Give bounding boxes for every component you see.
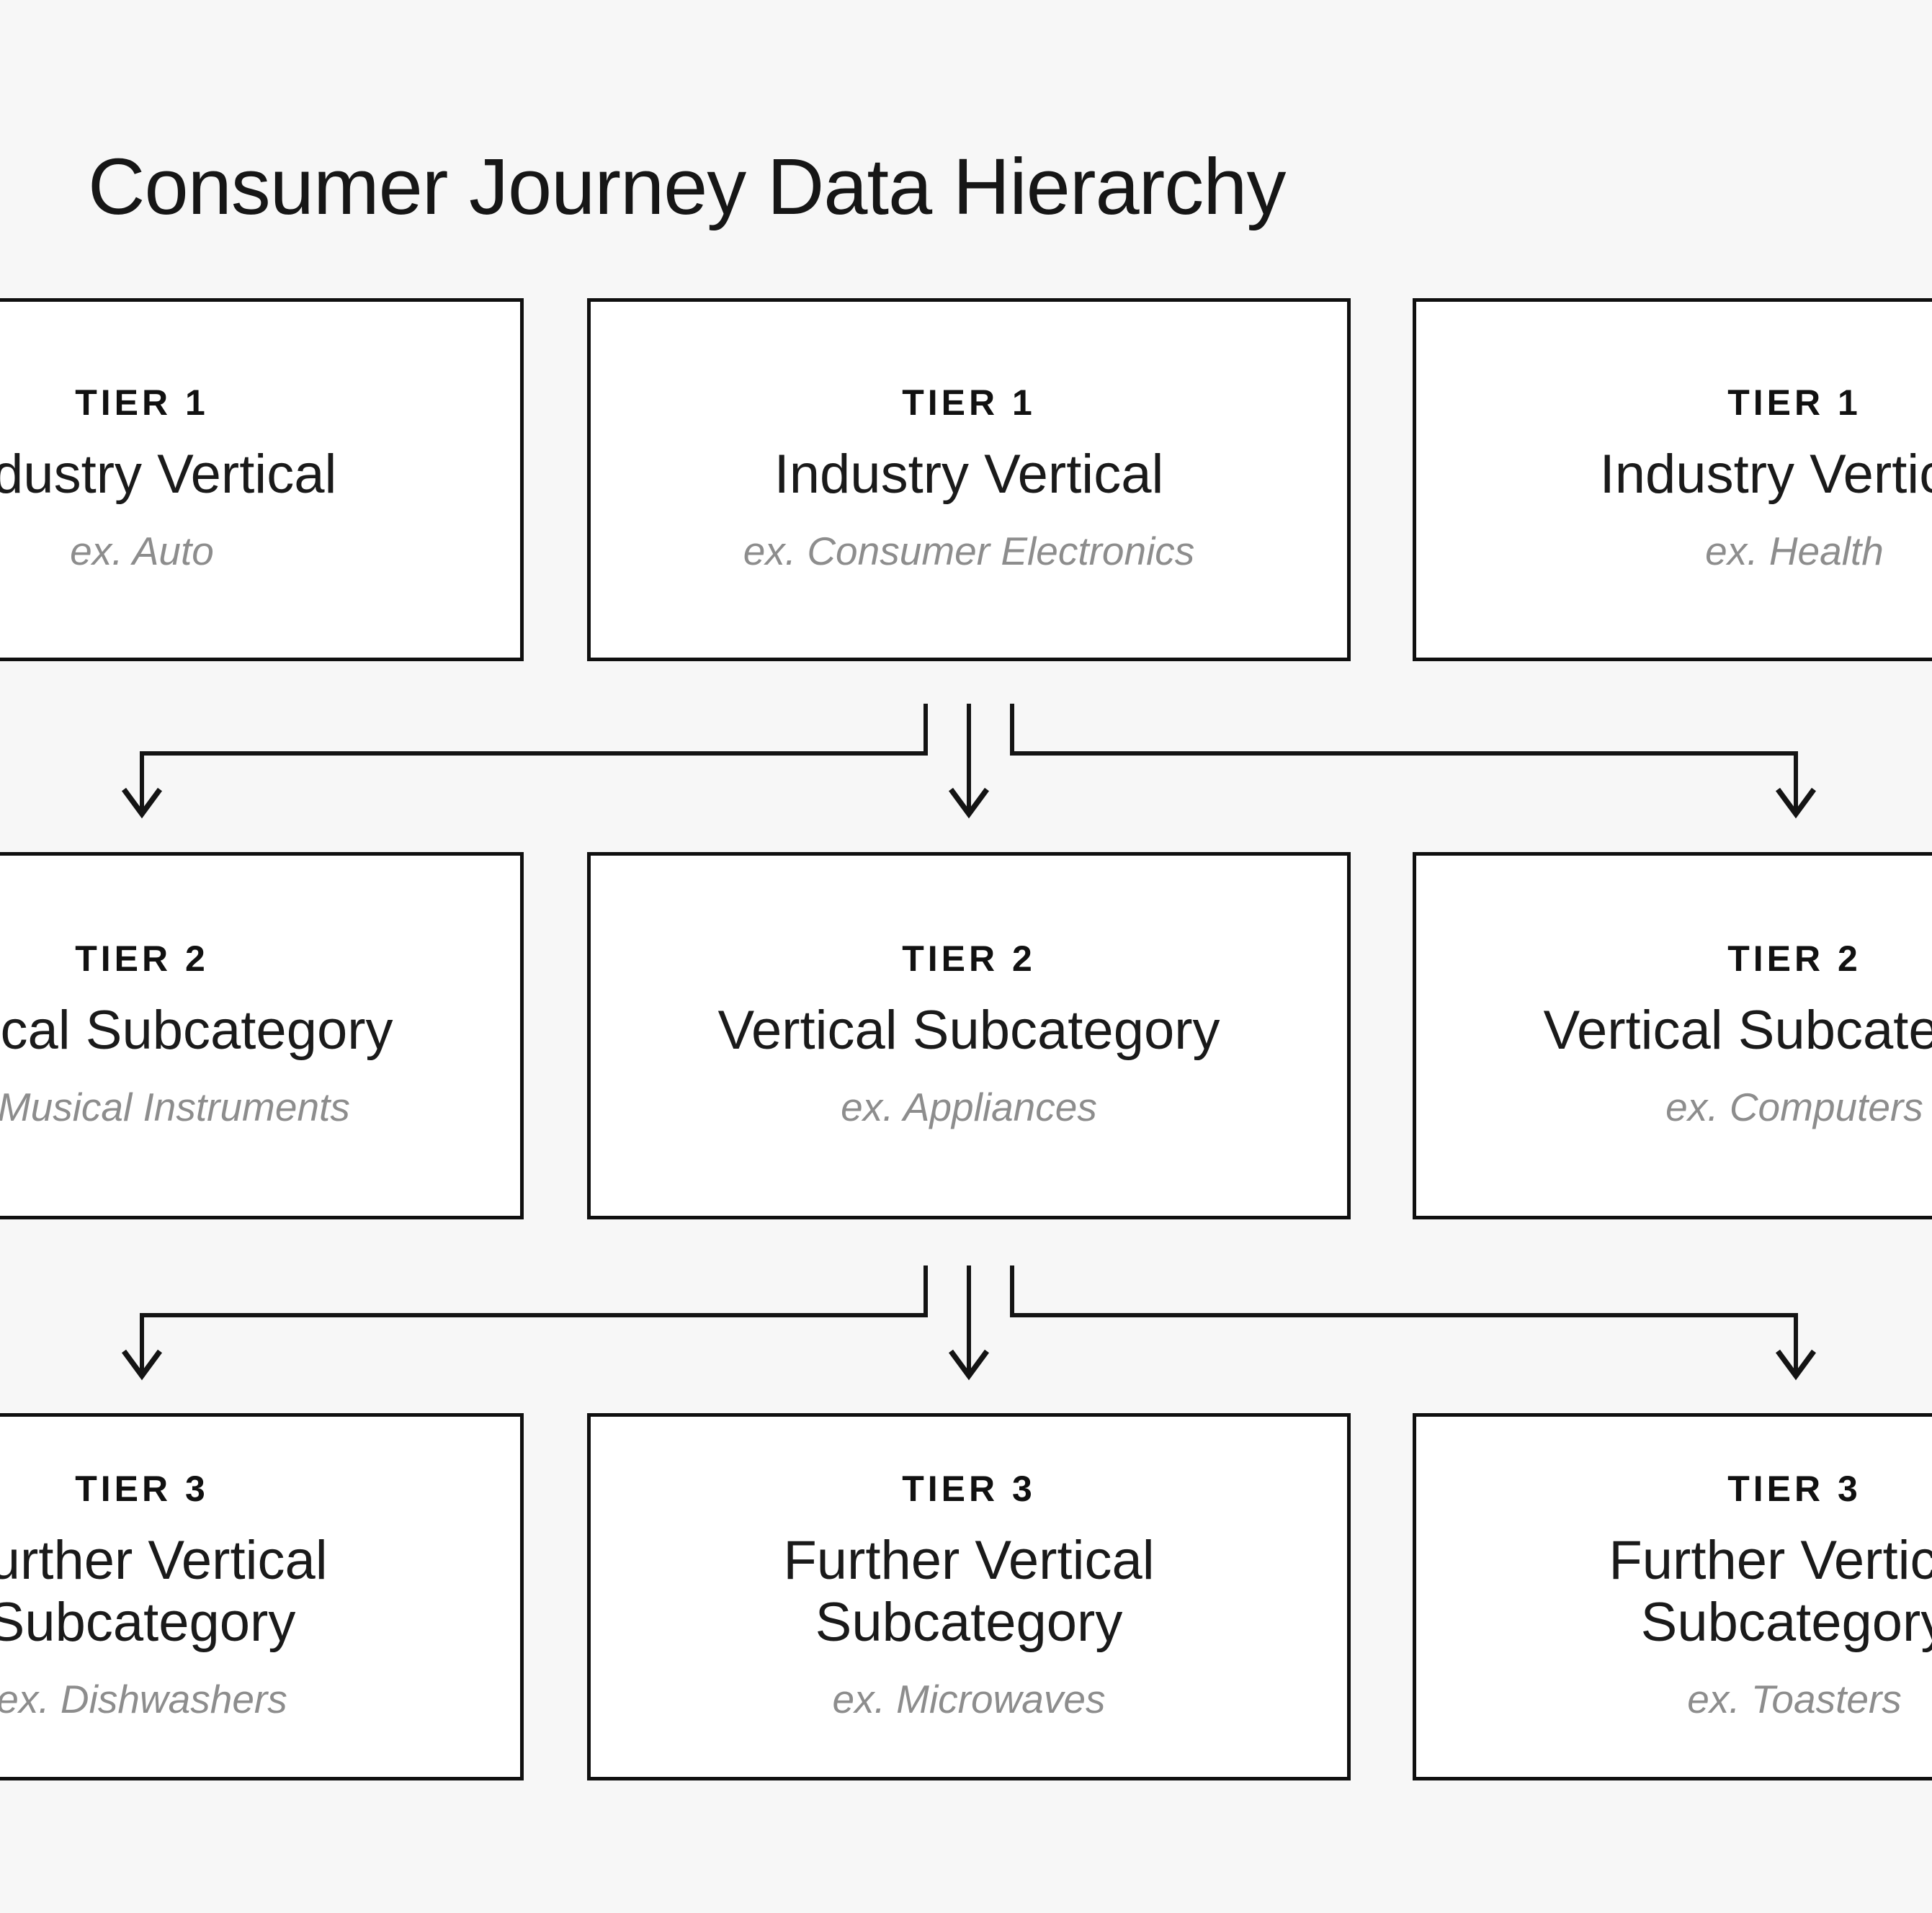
category-label: Industry Vertical bbox=[774, 444, 1164, 506]
tier-kicker: TIER 1 bbox=[75, 382, 209, 424]
tier-kicker: TIER 2 bbox=[75, 938, 209, 980]
tier3-box-left: TIER 3 Further Vertical Subcategory ex. … bbox=[0, 1413, 524, 1780]
tier-kicker: TIER 1 bbox=[1727, 382, 1861, 424]
category-label: Industry Vertical bbox=[0, 444, 337, 506]
tier1-box-center: TIER 1 Industry Vertical ex. Consumer El… bbox=[587, 298, 1351, 661]
category-label: Vertical Subcategory bbox=[1543, 1000, 1932, 1062]
page-title: Consumer Journey Data Hierarchy bbox=[88, 143, 1286, 231]
connector-tier2-tier3 bbox=[121, 1265, 1817, 1381]
tier2-box-right: TIER 2 Vertical Subcategory ex. Computer… bbox=[1413, 852, 1932, 1219]
example-label: ex. Dishwashers bbox=[0, 1676, 287, 1721]
example-label: ex. Consumer Electronics bbox=[743, 528, 1195, 573]
arrowhead-down-icon bbox=[1775, 1349, 1817, 1381]
category-label: Further Vertical Subcategory bbox=[783, 1530, 1155, 1653]
tier3-box-center: TIER 3 Further Vertical Subcategory ex. … bbox=[587, 1413, 1351, 1780]
category-label: Further Vertical Subcategory bbox=[1609, 1530, 1932, 1653]
example-label: ex. Auto bbox=[70, 528, 214, 573]
category-label: Vertical Subcategory bbox=[717, 1000, 1220, 1062]
tier-kicker: TIER 3 bbox=[902, 1469, 1036, 1510]
arrowhead-down-icon bbox=[121, 787, 163, 819]
example-label: ex. Microwaves bbox=[832, 1676, 1106, 1721]
tier-kicker: TIER 3 bbox=[1727, 1469, 1861, 1510]
example-label: ex. Computers bbox=[1665, 1084, 1923, 1129]
example-label: ex. Health bbox=[1705, 528, 1884, 573]
arrowhead-down-icon bbox=[121, 1349, 163, 1381]
tier-kicker: TIER 2 bbox=[902, 938, 1036, 980]
arrowhead-down-icon bbox=[948, 787, 990, 819]
example-label: ex. Musical Instruments bbox=[0, 1084, 350, 1129]
tier-kicker: TIER 2 bbox=[1727, 938, 1861, 980]
category-label: Vertical Subcategory bbox=[0, 1000, 393, 1062]
tier-kicker: TIER 1 bbox=[902, 382, 1036, 424]
category-label: Further Vertical Subcategory bbox=[0, 1530, 328, 1653]
tier1-box-right: TIER 1 Industry Vertical ex. Health bbox=[1413, 298, 1932, 661]
tier3-box-right: TIER 3 Further Vertical Subcategory ex. … bbox=[1413, 1413, 1932, 1780]
connector-tier1-tier2 bbox=[121, 704, 1817, 819]
example-label: ex. Appliances bbox=[841, 1084, 1097, 1129]
arrowhead-down-icon bbox=[1775, 787, 1817, 819]
arrowhead-down-icon bbox=[948, 1349, 990, 1381]
tier1-box-left: TIER 1 Industry Vertical ex. Auto bbox=[0, 298, 524, 661]
tier-kicker: TIER 3 bbox=[75, 1469, 209, 1510]
example-label: ex. Toasters bbox=[1687, 1676, 1902, 1721]
tier2-box-center: TIER 2 Vertical Subcategory ex. Applianc… bbox=[587, 852, 1351, 1219]
category-label: Industry Vertical bbox=[1599, 444, 1932, 506]
tier2-box-left: TIER 2 Vertical Subcategory ex. Musical … bbox=[0, 852, 524, 1219]
